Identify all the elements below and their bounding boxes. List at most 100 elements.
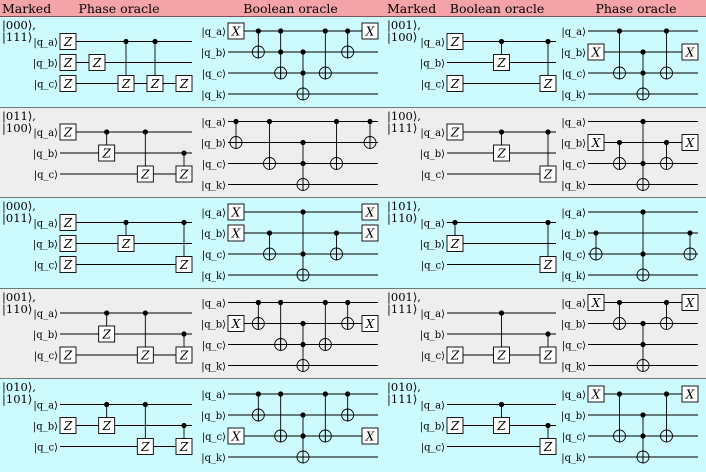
x-gate-label: X — [591, 46, 601, 60]
controlled-z-gate — [136, 438, 154, 455]
control-dot — [498, 310, 505, 316]
control-dot — [687, 230, 693, 236]
qubit-label: |q_c⟩ — [421, 261, 445, 272]
qubit-label: |q_b⟩ — [201, 48, 226, 59]
z-gate-label: Z — [543, 349, 553, 363]
marked-state-left: |011⟩ — [2, 211, 32, 226]
qubit-label: |q_b⟩ — [201, 320, 226, 331]
x-gate — [681, 385, 699, 403]
control-dot — [345, 299, 351, 306]
control-dot — [300, 320, 306, 327]
controlled-z-gate — [136, 346, 154, 364]
z-gate-label: Z — [543, 168, 553, 182]
z-gate-label: Z — [63, 77, 73, 91]
control-dot — [640, 209, 646, 215]
qubit-label: |q_c⟩ — [421, 351, 445, 362]
control-dot — [300, 341, 306, 348]
table-row: |001⟩,|110⟩|001⟩,|111⟩|q_a⟩|q_b⟩|q_c⟩ZZZ… — [0, 289, 706, 380]
control-dot — [452, 219, 458, 226]
qubit-label: |q_c⟩ — [34, 261, 58, 272]
table-header-bg — [0, 0, 706, 17]
control-dot — [300, 433, 306, 439]
z-gate — [59, 75, 77, 92]
qubit-label: |q_a⟩ — [201, 299, 226, 310]
z-gate — [446, 346, 464, 364]
controlled-z-gate — [175, 346, 193, 364]
x-gate — [587, 134, 605, 151]
qubit-label: |q_b⟩ — [33, 330, 58, 341]
control-dot — [616, 391, 623, 397]
control-dot — [300, 139, 306, 146]
qubit-label: |q_a⟩ — [561, 27, 586, 38]
x-gate — [227, 427, 245, 445]
marked-state-left: |000⟩, — [2, 18, 36, 33]
z-gate — [59, 417, 77, 434]
qubit-label: |q_c⟩ — [202, 160, 226, 171]
qubit-label: |q_b⟩ — [33, 149, 58, 160]
z-gate-label: Z — [450, 77, 460, 91]
z-gate-label: Z — [450, 237, 460, 251]
controlled-z-gate — [117, 75, 135, 92]
x-gate-label: X — [685, 46, 695, 60]
controlled-z-gate — [175, 256, 193, 273]
quantum-circuit: |q_a⟩|q_b⟩|q_c⟩ZZZ — [420, 123, 557, 183]
qubit-label: |q_a⟩ — [420, 309, 445, 320]
controlled-z-gate — [539, 256, 557, 273]
marked-state-left: |010⟩, — [2, 380, 36, 395]
controlled-z-gate — [175, 165, 193, 183]
qubit-label: |q_k⟩ — [201, 181, 226, 192]
x-gate — [587, 294, 605, 311]
x-gate-label: X — [365, 206, 375, 220]
control-dot — [640, 49, 646, 55]
control-dot — [123, 219, 129, 226]
x-gate — [361, 22, 379, 40]
control-dot — [278, 299, 284, 306]
controlled-z-gate — [493, 54, 510, 71]
control-dot — [266, 118, 273, 125]
marked-state-left: |011⟩, — [2, 109, 36, 124]
z-gate-label: Z — [101, 419, 111, 433]
control-dot — [300, 49, 306, 55]
control-dot — [300, 70, 306, 76]
x-gate-label: X — [365, 430, 375, 444]
qubit-label: |q_c⟩ — [202, 432, 226, 443]
control-dot — [640, 412, 646, 418]
x-gate — [227, 224, 245, 242]
z-gate-label: Z — [179, 440, 189, 454]
control-dot — [345, 28, 351, 34]
control-dot — [663, 139, 670, 146]
control-dot — [278, 391, 284, 397]
qubit-label: |q_c⟩ — [202, 69, 226, 80]
marked-state-right: |001⟩, — [387, 18, 421, 33]
control-dot — [181, 331, 187, 337]
marked-state-left: |111⟩ — [2, 30, 32, 45]
table-row: |000⟩,|111⟩|001⟩,|100⟩|q_a⟩|q_b⟩|q_c⟩ZZZ… — [0, 17, 706, 109]
qubit-label: |q_c⟩ — [562, 341, 586, 352]
z-gate-label: Z — [450, 349, 460, 363]
control-dot — [640, 251, 646, 257]
x-gate-label: X — [231, 317, 241, 331]
z-gate-label: Z — [63, 56, 73, 70]
z-gate-label: Z — [179, 168, 189, 182]
z-gate-label: Z — [63, 35, 73, 49]
qubit-label: |q_a⟩ — [420, 401, 445, 412]
z-gate-label: Z — [121, 77, 131, 91]
x-gate — [361, 203, 379, 221]
qubit-label: |q_k⟩ — [201, 271, 226, 282]
control-dot — [333, 118, 340, 125]
marked-state-left: |100⟩ — [2, 121, 32, 136]
z-gate-label: Z — [543, 77, 553, 91]
x-gate-label: X — [591, 296, 601, 310]
control-dot — [300, 412, 306, 418]
z-gate-label: Z — [150, 77, 160, 91]
controlled-z-gate — [136, 165, 154, 183]
